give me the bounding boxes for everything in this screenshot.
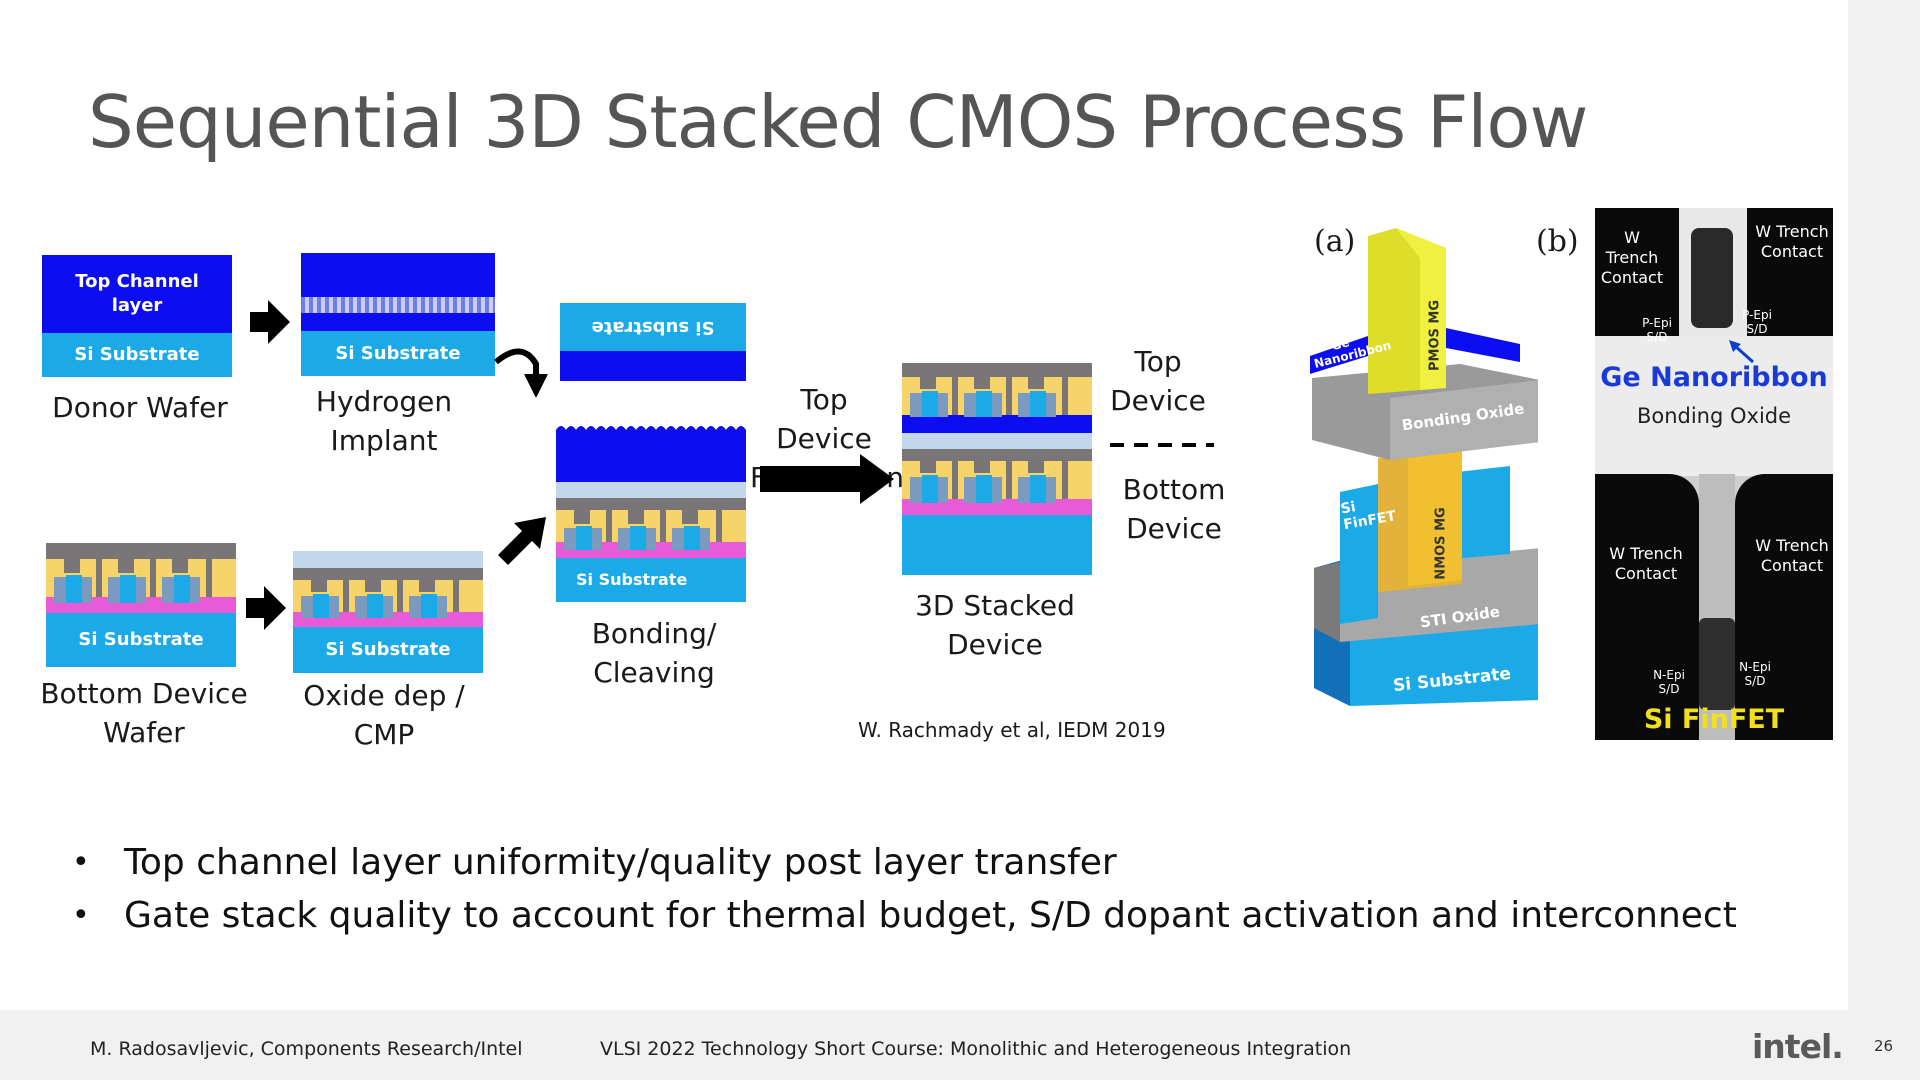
n-epi-sd-left: N-Epi S/D	[1653, 668, 1685, 696]
slide-title: Sequential 3D Stacked CMOS Process Flow	[88, 80, 1588, 164]
hydrogen-channel	[301, 253, 495, 297]
hydrogen-si-substrate: Si Substrate	[301, 331, 495, 376]
si-finfet-label-a: Si FinFET	[1339, 499, 1398, 534]
schematic-graphic	[1310, 228, 1538, 706]
tem-center-contact	[1691, 228, 1733, 328]
bottom-device-wafer-label: Bottom Device Wafer	[40, 677, 248, 749]
page-number: 26	[1874, 1037, 1894, 1055]
bonded-wafer-diagram: Si Substrate	[556, 422, 746, 602]
ge-nanoribbon-label-b: Ge Nanoribbon	[1600, 362, 1828, 393]
bonding-cleaving-label: Bonding/ Cleaving	[591, 617, 717, 689]
nmos-mg-label: NMOS MG	[1433, 507, 1449, 580]
bottom-device-wafer-diagram: Si Substrate	[46, 543, 236, 667]
cleave-edge-top	[556, 426, 746, 430]
oxide-cmp-label: Oxide dep / CMP	[303, 679, 465, 751]
donor-wafer-diagram: Top Channel layer Si Substrate	[42, 255, 232, 377]
w-trench-contact-bl: W Trench Contact	[1609, 544, 1683, 583]
w-trench-contact-br: W Trench Contact	[1755, 536, 1829, 575]
panel-a-label: (a)	[1314, 224, 1356, 259]
footer-bar	[0, 1010, 1848, 1080]
oxide-layer	[293, 551, 483, 568]
bottom-wafer-devices	[46, 543, 236, 613]
bottom-device-label: Bottom Device	[1122, 473, 1226, 545]
w-trench-contact-tr: W Trench Contact	[1755, 222, 1829, 261]
bullet-item: •Gate stack quality to account for therm…	[72, 889, 1737, 942]
donor-wafer-label: Donor Wafer	[52, 391, 228, 424]
3d-stacked-device-label: 3D Stacked Device	[915, 589, 1075, 661]
bottom-wafer-si-substrate: Si Substrate	[46, 613, 236, 667]
flipped-channel	[560, 351, 746, 381]
tem-top-left-dark	[1595, 208, 1679, 336]
bullet-dot-icon: •	[72, 898, 90, 933]
bonding-oxide	[556, 482, 746, 498]
pmos-mg-label: PMOS MG	[1427, 300, 1443, 372]
tem-bottom-right-dark	[1735, 474, 1833, 740]
bonding-oxide-label-b: Bonding Oxide	[1636, 404, 1792, 428]
3d-stacked-device-diagram	[902, 363, 1092, 575]
bonded-si-substrate: Si Substrate	[556, 558, 746, 602]
tem-fin	[1699, 618, 1735, 710]
n-epi-sd-right: N-Epi S/D	[1739, 660, 1771, 688]
flipped-donor-diagram: Si substrate	[560, 303, 746, 385]
hydrogen-channel-lower	[301, 313, 495, 331]
hydrogen-implant-layer	[301, 297, 495, 313]
oxide-wafer-devices	[293, 568, 483, 627]
tem-image: W Trench Contact W Trench Contact P-Epi …	[1595, 208, 1833, 740]
top-channel-layer: Top Channel layer	[42, 255, 232, 333]
cleave-edge	[560, 377, 746, 381]
flipped-si-substrate: Si substrate	[560, 303, 746, 351]
bonded-channel	[556, 430, 746, 482]
panel-b-label: (b)	[1536, 224, 1579, 259]
tem-bottom-left-dark	[1595, 474, 1699, 740]
citation: W. Rachmady et al, IEDM 2019	[858, 718, 1166, 742]
p-epi-sd-left: P-Epi S/D	[1642, 316, 1672, 344]
big-right-arrow-icon	[760, 454, 894, 504]
bullet-list: •Top channel layer uniformity/quality po…	[72, 836, 1737, 942]
bottom-devices	[556, 498, 746, 558]
tem-top-right-dark	[1747, 208, 1833, 336]
oxide-si-substrate: Si Substrate	[293, 627, 483, 673]
si-finfet-label-b: Si FinFET	[1643, 704, 1785, 735]
device-divider-dashed	[1110, 443, 1214, 447]
footer-course: VLSI 2022 Technology Short Course: Monol…	[600, 1038, 1352, 1060]
stacked-device-graphic	[902, 363, 1092, 575]
right-arrow-icon	[246, 586, 286, 630]
oxide-cmp-diagram: Si Substrate	[293, 551, 483, 673]
pointer-arrow-icon	[1729, 340, 1754, 364]
diagonal-arrow-icon	[498, 517, 546, 565]
p-epi-sd-right: P-Epi S/D	[1742, 308, 1772, 336]
hydrogen-implant-label: Hydrogen Implant	[315, 385, 453, 457]
bullet-item: •Top channel layer uniformity/quality po…	[72, 836, 1737, 889]
donor-si-substrate: Si Substrate	[42, 333, 232, 377]
tem-bonding-band	[1595, 336, 1833, 476]
top-device-label: Top Device	[1110, 345, 1206, 417]
intel-logo: intel.	[1752, 1027, 1844, 1066]
footer-author: M. Radosavljevic, Components Research/In…	[90, 1038, 523, 1060]
3d-schematic-figure: Ge Nanoribbon PMOS MG Bonding Oxide Si F…	[1310, 228, 1538, 734]
right-arrow-icon	[250, 300, 290, 344]
bullet-dot-icon: •	[72, 845, 90, 880]
hydrogen-implant-diagram: Si Substrate	[301, 253, 495, 376]
curved-arrow-icon	[494, 348, 548, 398]
w-trench-contact-tl: W Trench Contact	[1600, 228, 1664, 287]
slide-margin	[1848, 0, 1920, 1080]
